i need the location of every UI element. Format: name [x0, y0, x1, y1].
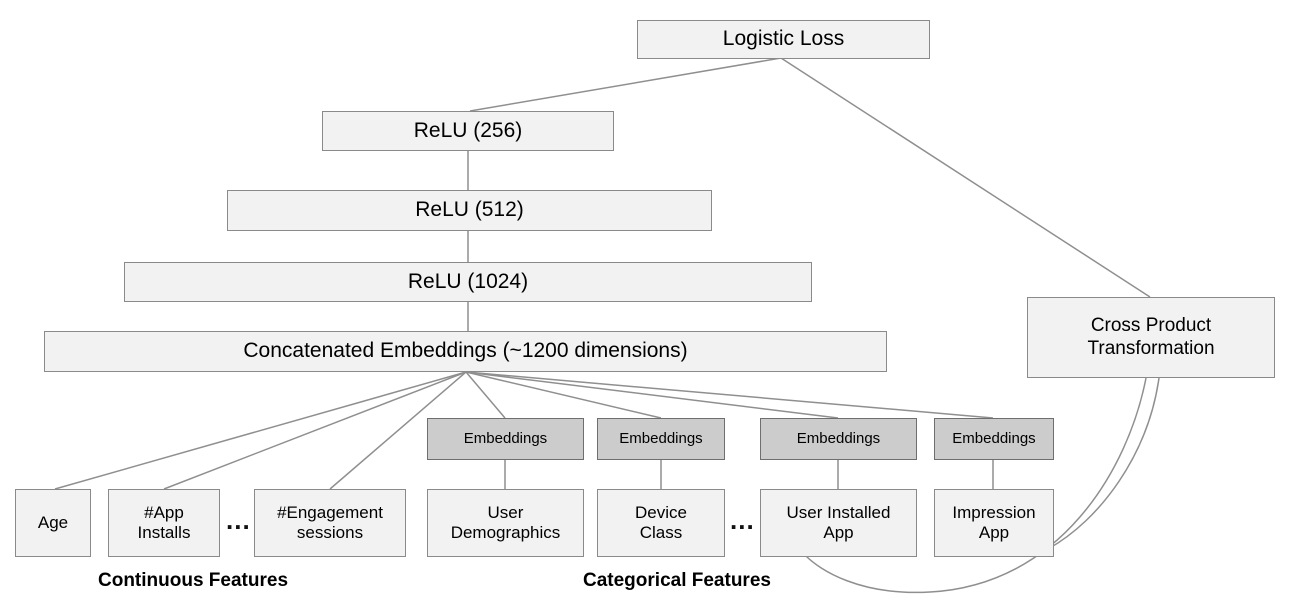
node-logistic-loss[interactable]: Logistic Loss [637, 20, 930, 59]
edge-concat-to-embeddings-3 [465, 371, 839, 419]
node-embeddings-2[interactable]: Embeddings [597, 418, 725, 460]
node-feature-user-installed-app-label: User Installed App [786, 502, 891, 542]
node-embeddings-1[interactable]: Embeddings [427, 418, 584, 460]
node-cross-product-transformation[interactable]: Cross Product Transformation [1027, 297, 1275, 378]
node-feature-age-label: Age [37, 512, 69, 532]
node-feature-user-demographics[interactable]: User Demographics [427, 489, 584, 557]
node-feature-user-installed-app[interactable]: User Installed App [760, 489, 917, 557]
node-feature-impression-app[interactable]: Impression App [934, 489, 1054, 557]
node-embeddings-4-label: Embeddings [952, 430, 1036, 448]
ellipsis-categorical-features: ... [730, 505, 755, 535]
node-embeddings-2-label: Embeddings [619, 430, 703, 448]
node-cross-product-transformation-label: Cross Product Transformation [1087, 315, 1215, 359]
node-relu-256[interactable]: ReLU (256) [322, 111, 614, 151]
node-feature-app-installs-label: #App Installs [137, 502, 191, 542]
edge-concat-to-embeddings-2 [465, 371, 662, 419]
node-embeddings-3-label: Embeddings [796, 430, 881, 448]
node-relu-1024-label: ReLU (1024) [407, 269, 529, 293]
edge-concat-to-age [54, 371, 467, 490]
node-embeddings-4[interactable]: Embeddings [934, 418, 1054, 460]
node-feature-engagement-sessions-label: #Engagement sessions [277, 502, 383, 542]
edge-concat-to-embeddings-4 [465, 371, 994, 419]
edge-concat-to-app-installs [163, 371, 467, 490]
node-embeddings-1-label: Embeddings [463, 430, 548, 448]
edge-loss-to-relu256 [469, 57, 782, 112]
node-feature-engagement-sessions[interactable]: #Engagement sessions [254, 489, 406, 557]
edge-loss-to-cross [780, 57, 1151, 298]
node-feature-impression-app-label: Impression App [952, 502, 1036, 542]
node-relu-1024[interactable]: ReLU (1024) [124, 262, 812, 302]
node-feature-device-class[interactable]: Device Class [597, 489, 725, 557]
edge-cross-to-user-installed-app [805, 377, 1147, 594]
node-concatenated-embeddings-label: Concatenated Embeddings (~1200 dimension… [243, 339, 688, 363]
node-relu-512-label: ReLU (512) [415, 198, 524, 222]
node-feature-age[interactable]: Age [15, 489, 91, 557]
caption-categorical-features: Categorical Features [583, 570, 771, 591]
node-logistic-loss-label: Logistic Loss [722, 27, 845, 51]
node-feature-user-demographics-label: User Demographics [450, 502, 561, 542]
ellipsis-continuous-features: ... [226, 505, 251, 535]
edge-concat-to-embeddings-1 [465, 371, 506, 419]
caption-continuous-features: Continuous Features [98, 570, 289, 591]
node-relu-256-label: ReLU (256) [413, 118, 523, 142]
node-embeddings-3[interactable]: Embeddings [760, 418, 917, 460]
node-feature-device-class-label: Device Class [635, 502, 687, 542]
edge-cross-to-impression-app [1047, 377, 1160, 550]
node-concatenated-embeddings[interactable]: Concatenated Embeddings (~1200 dimension… [44, 331, 887, 372]
node-relu-512[interactable]: ReLU (512) [227, 190, 712, 231]
node-feature-app-installs[interactable]: #App Installs [108, 489, 220, 557]
